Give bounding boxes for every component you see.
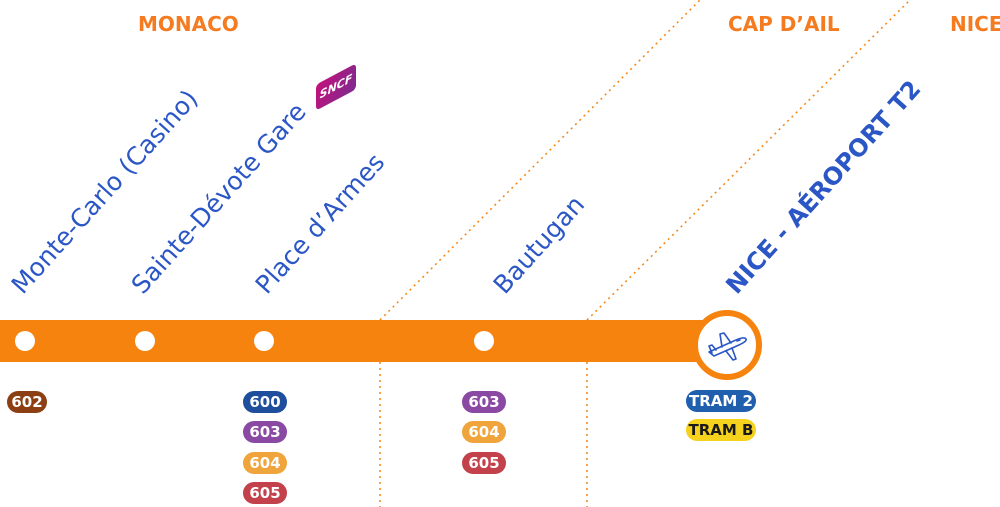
- zone-monaco: MONACO: [138, 12, 239, 36]
- badge-line-604[interactable]: 604: [243, 452, 287, 474]
- stop-dot-bautugan[interactable]: [474, 331, 494, 351]
- badge-line-604[interactable]: 604: [462, 421, 506, 443]
- badge-line-603[interactable]: 603: [243, 421, 287, 443]
- zone-nice: NICE: [950, 12, 1000, 36]
- stop-dot-sainte-devote[interactable]: [254, 331, 274, 351]
- zone-cap-dail: CAP D’AIL: [728, 12, 840, 36]
- badge-tram-2[interactable]: TRAM 2: [686, 390, 756, 412]
- badge-line-605[interactable]: 605: [243, 482, 287, 504]
- airplane-icon: [708, 332, 747, 361]
- badge-line-602[interactable]: 602: [7, 391, 47, 413]
- stop-dot-monte-carlo[interactable]: [135, 331, 155, 351]
- badge-tram-b[interactable]: TRAM B: [686, 419, 756, 441]
- stop-dot-partial[interactable]: [15, 331, 35, 351]
- line-bar: [0, 320, 735, 362]
- badge-line-600[interactable]: 600: [243, 391, 287, 413]
- airport-terminus[interactable]: [692, 310, 762, 380]
- badge-line-603[interactable]: 603: [462, 391, 506, 413]
- badge-line-605[interactable]: 605: [462, 452, 506, 474]
